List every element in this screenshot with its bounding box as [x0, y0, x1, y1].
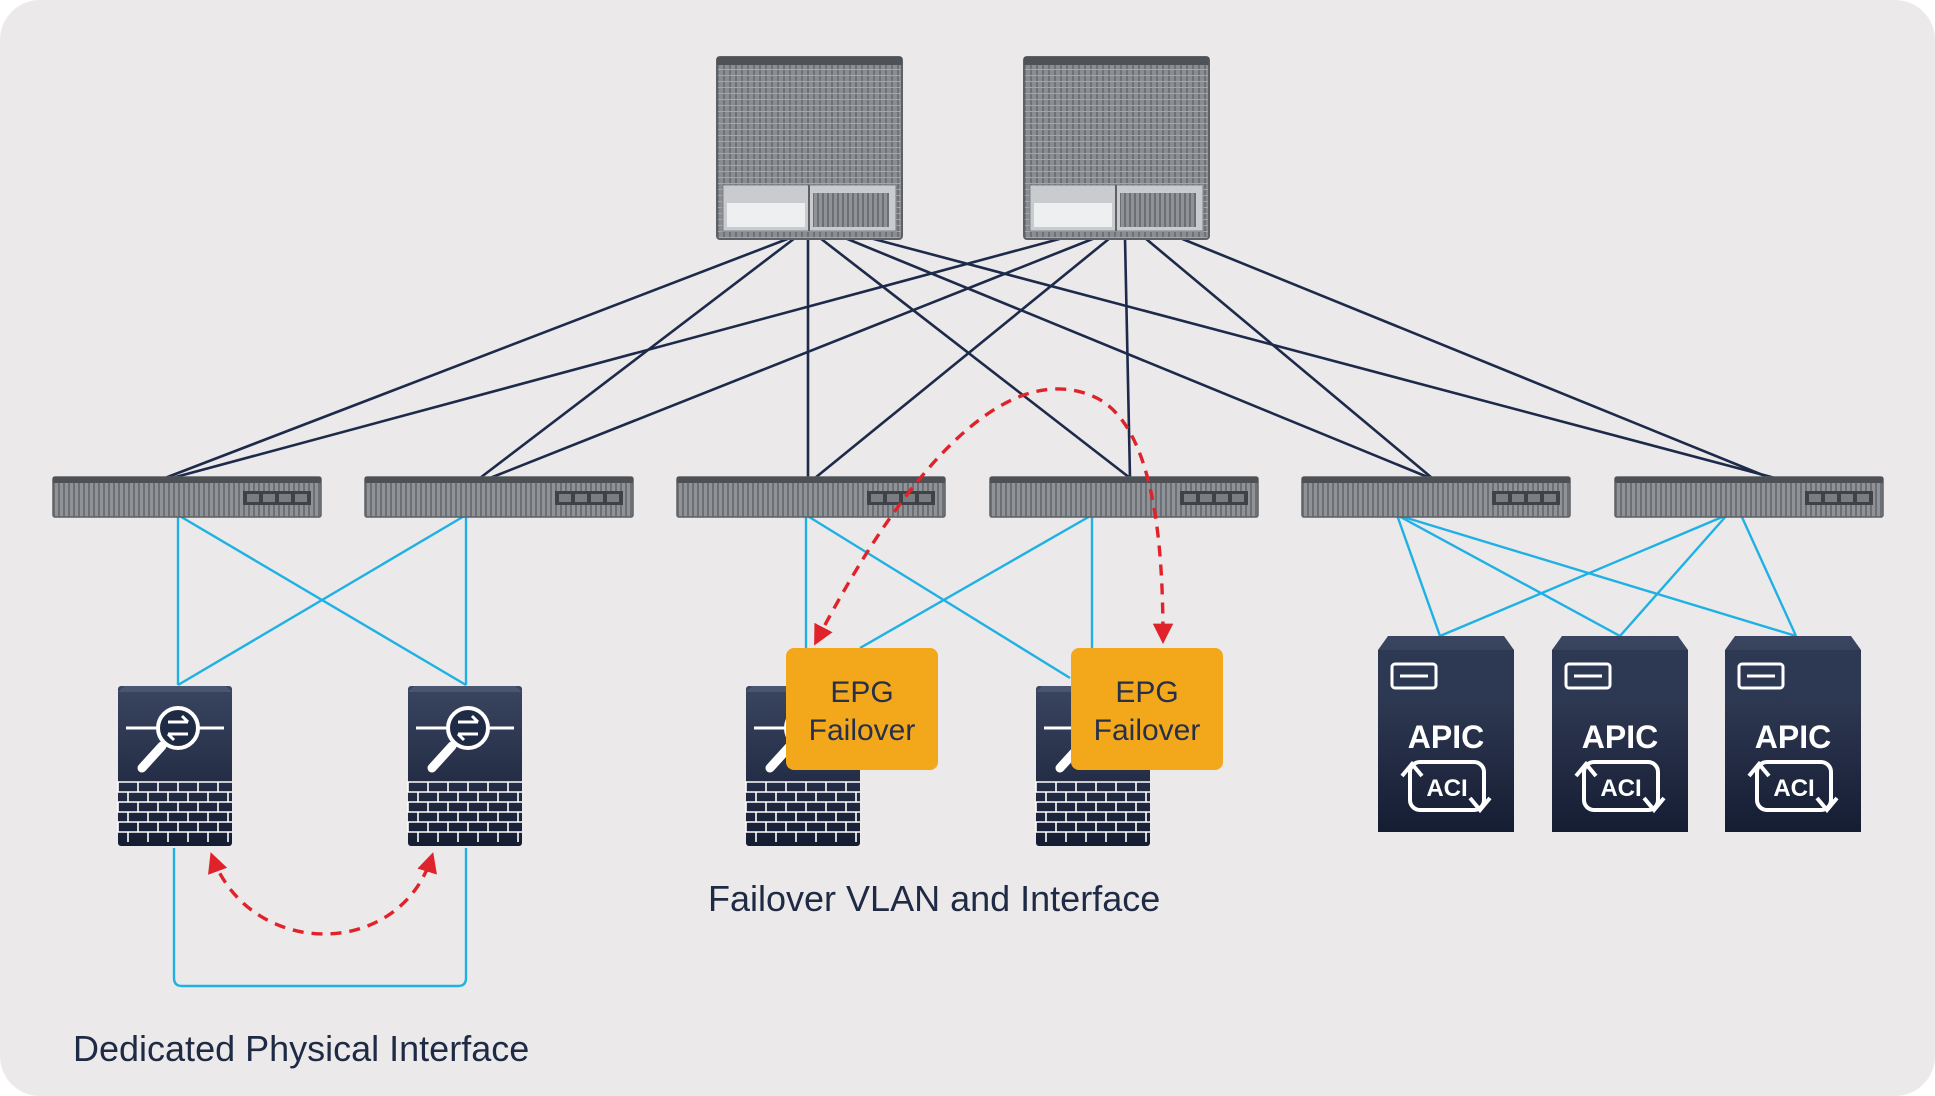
fabric-link [171, 236, 1064, 480]
epg-label-line1: EPG [830, 676, 893, 709]
epg-label-line1: EPG [1115, 676, 1178, 709]
link-leaf2-fw1 [177, 513, 467, 687]
spine-switch-icon [716, 56, 903, 240]
leaf-switch-icon [364, 476, 634, 518]
link-leaf6-apic2 [1619, 514, 1728, 637]
leaf-device-links [172, 513, 1798, 988]
fabric-link [819, 236, 1131, 480]
fabric-link [814, 236, 1111, 480]
caption-dedicated-interface: Dedicated Physical Interface [73, 1028, 529, 1069]
fabric-link [1123, 237, 1132, 479]
leaf-switch-icon [989, 476, 1259, 518]
apic-controller-icon: APIC ACI [1725, 636, 1861, 832]
apic-label: APIC [1582, 719, 1658, 755]
firewall-icon [117, 686, 232, 846]
aci-badge: ACI [1773, 775, 1814, 802]
link-leaf5-apic2 [1396, 513, 1621, 638]
epg-failover-box: EPG Failover [786, 648, 938, 770]
epg-label-line2: Failover [1094, 714, 1201, 747]
apic-controllers: APIC ACI APIC ACI APIC ACI [1378, 636, 1861, 832]
link-leaf3-fw4 [805, 513, 1071, 680]
fabric-link [489, 236, 1096, 480]
link-leaf5-apic3 [1396, 513, 1797, 638]
apic-controller-icon: APIC ACI [1552, 636, 1688, 832]
link-leaf6-apic3 [1739, 514, 1798, 637]
spine-leaf-links [164, 236, 1776, 480]
failover-arrows [208, 387, 1174, 936]
dedicated-physical-link [172, 848, 468, 988]
fabric-link [1179, 236, 1771, 480]
caption-failover-vlan: Failover VLAN and Interface [708, 878, 1160, 919]
spine-switch-icon [1023, 56, 1210, 240]
epg-failover-box: EPG Failover [1071, 648, 1223, 770]
failover-arrow-vlan [814, 387, 1174, 646]
apic-label: APIC [1755, 719, 1831, 755]
leaf-switch-icon [676, 476, 946, 518]
aci-badge: ACI [1600, 775, 1641, 802]
fabric-link [869, 236, 1776, 480]
fabric-link [844, 236, 1431, 480]
link-leaf5-apic1 [1395, 514, 1442, 637]
fabric-link [164, 236, 791, 480]
leaf-switches [52, 476, 1884, 518]
fabric-link [1144, 237, 1433, 479]
firewall-icon [407, 686, 522, 846]
aci-badge: ACI [1426, 775, 1467, 802]
leaf-switch-icon [1301, 476, 1571, 518]
apic-controller-icon: APIC ACI [1378, 636, 1514, 832]
fabric-link [479, 236, 796, 480]
leaf-switch-icon [52, 476, 322, 518]
failover-arrow-physical [208, 852, 437, 936]
leaf-switch-icon [1614, 476, 1884, 518]
apic-label: APIC [1408, 719, 1484, 755]
epg-label-line2: Failover [809, 714, 916, 747]
link-leaf6-apic1 [1439, 513, 1728, 638]
